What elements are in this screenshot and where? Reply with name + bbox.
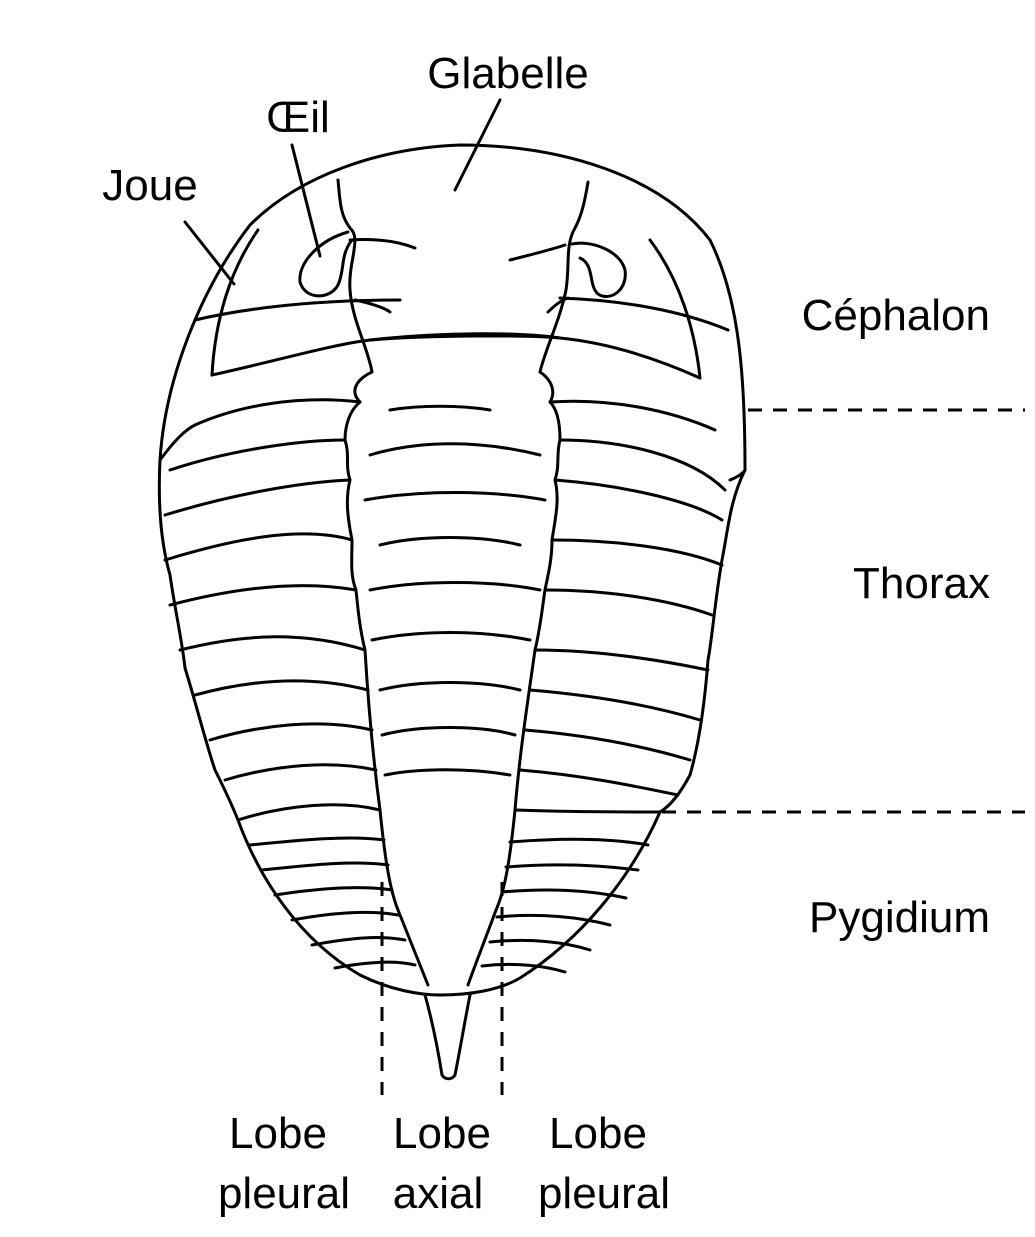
pygidium	[236, 808, 662, 1081]
label-thorax: Thorax	[853, 559, 990, 608]
label-lobe-mid-2: axial	[393, 1169, 484, 1218]
label-lobe-left-2: pleural	[218, 1169, 350, 1218]
leader-lines	[183, 98, 502, 286]
label-oeil: Œil	[266, 93, 330, 142]
thorax	[157, 370, 747, 822]
label-lobe-right-2: pleural	[538, 1169, 670, 1218]
label-lobe-mid-1: Lobe	[393, 1109, 491, 1158]
cephalon-shield	[158, 143, 747, 482]
glabella	[336, 178, 590, 374]
label-joue: Joue	[102, 161, 197, 210]
label-glabelle: Glabelle	[427, 49, 588, 98]
label-cephalon: Céphalon	[802, 291, 990, 340]
separators	[380, 408, 1025, 1095]
label-lobe-right-1: Lobe	[549, 1109, 647, 1158]
label-pygidium: Pygidium	[809, 893, 990, 942]
label-lobe-left-1: Lobe	[229, 1109, 327, 1158]
eyes	[298, 230, 627, 298]
